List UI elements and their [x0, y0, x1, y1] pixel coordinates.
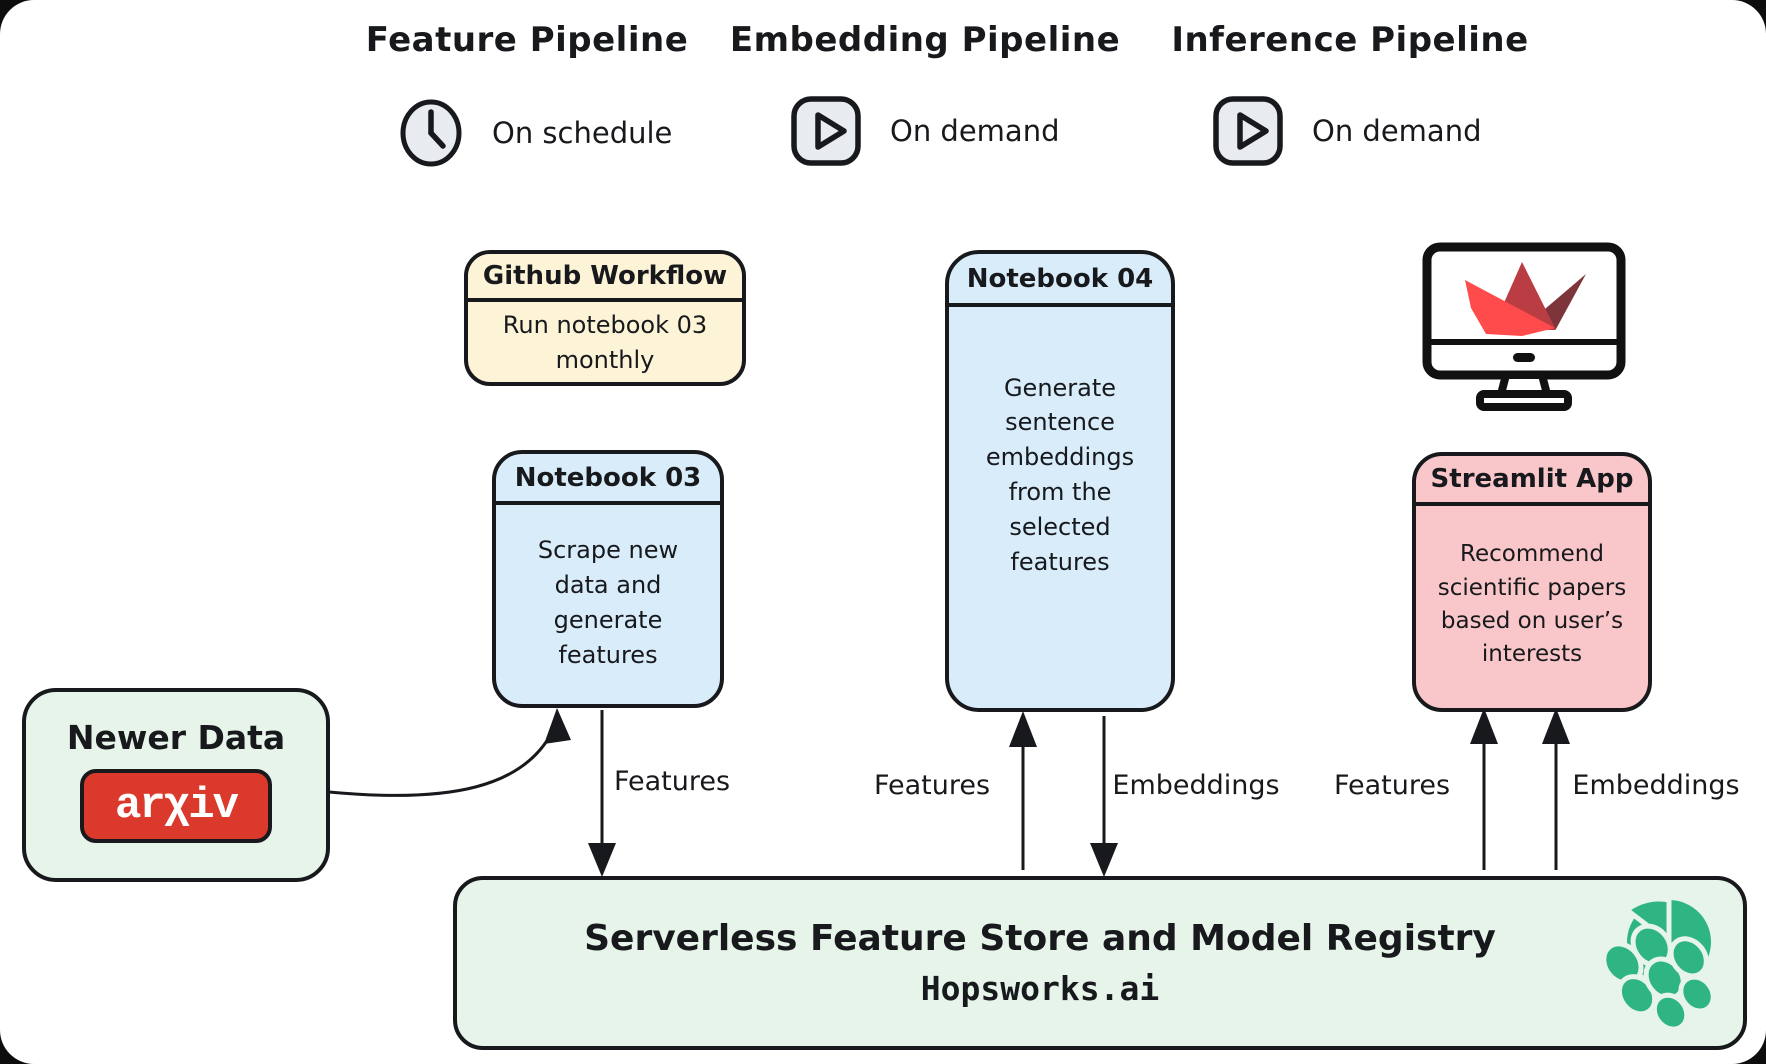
trigger-label: On demand	[1312, 114, 1482, 148]
pipeline-title-embedding: Embedding Pipeline	[729, 20, 1121, 60]
node-title: Github Workflow	[468, 254, 742, 302]
node-body-text: Recommend scientific papers based on use…	[1437, 541, 1627, 668]
edge-label-features: Features	[1333, 770, 1451, 801]
feature-store-subtitle: Hopsworks.ai	[920, 969, 1160, 1008]
arrowhead-down	[1090, 843, 1118, 877]
arrowhead-up	[1470, 708, 1498, 744]
feature-store-title: Serverless Feature Store and Model Regis…	[584, 918, 1496, 959]
pipeline-title-inference: Inference Pipeline	[1171, 20, 1529, 60]
clock-icon	[400, 99, 462, 167]
trigger-on-demand-inference: On demand	[1212, 95, 1481, 167]
trigger-label: On schedule	[492, 116, 673, 150]
play-icon	[1213, 96, 1283, 166]
node-title: Streamlit App	[1416, 456, 1648, 506]
arxiv-logo-text: arχiv	[114, 781, 239, 831]
trigger-label: On demand	[890, 114, 1060, 148]
node-title: Newer Data	[66, 718, 286, 757]
notebook-03-node: Notebook 03 Scrape new data and generate…	[492, 450, 724, 708]
edge-newerdata-to-notebook03	[328, 723, 558, 797]
streamlit-monitor-icon	[1422, 242, 1626, 411]
streamlit-app-node: Streamlit App Recommend scientific paper…	[1412, 452, 1652, 712]
node-body-text: Scrape new data and generate features	[537, 536, 679, 669]
edge-label-embeddings: Embeddings	[1112, 770, 1280, 801]
github-workflow-node: Github Workflow Run notebook 03 monthly	[464, 250, 746, 386]
trigger-on-schedule: On schedule	[398, 98, 672, 168]
node-body-text: Generate sentence embeddings from the se…	[985, 373, 1135, 576]
arrowhead-down	[588, 843, 616, 877]
hopsworks-logo	[1601, 896, 1716, 1032]
notebook-04-node: Notebook 04 Generate sentence embeddings…	[945, 250, 1175, 712]
play-icon	[791, 96, 861, 166]
feature-store-node: Serverless Feature Store and Model Regis…	[453, 876, 1747, 1050]
arrowhead-up	[544, 708, 571, 744]
arxiv-logo: arχiv	[80, 769, 272, 843]
arrowhead-up	[1009, 711, 1037, 747]
edge-label-features: Features	[873, 770, 991, 801]
trigger-on-demand-embedding: On demand	[790, 95, 1059, 167]
newer-data-node: Newer Data arχiv	[22, 688, 330, 882]
arrowhead-up	[1542, 708, 1570, 744]
edge-label-embeddings: Embeddings	[1572, 770, 1740, 801]
node-body-text: Run notebook 03 monthly	[502, 311, 708, 374]
edge-label-features: Features	[613, 766, 731, 797]
node-title: Notebook 04	[949, 254, 1171, 307]
node-title: Notebook 03	[496, 454, 720, 505]
pipeline-title-feature: Feature Pipeline	[365, 20, 689, 60]
